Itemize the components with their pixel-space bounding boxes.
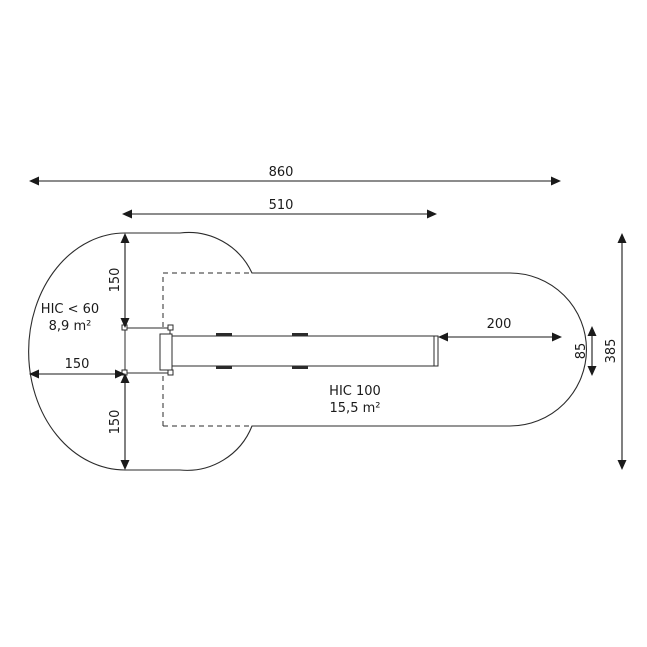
dimension-label-85: 85 xyxy=(574,343,589,360)
dimension-label-385: 385 xyxy=(604,339,619,364)
dimension-label-510: 510 xyxy=(269,198,294,213)
dimension-label-150-left: 150 xyxy=(65,357,90,372)
dimension-label-200: 200 xyxy=(487,317,512,332)
dimension-overall-width: 860 xyxy=(29,165,561,186)
slide-zone-area-label: 15,5 m² xyxy=(330,401,381,416)
dimension-tower-side-top: 150 xyxy=(108,233,130,328)
dimension-label-150-top: 150 xyxy=(108,268,123,293)
slide-zone-hic-label: HIC 100 xyxy=(329,384,381,399)
dimension-tower-zone-width: 510 xyxy=(122,198,437,219)
slide-impact-zone-dashed xyxy=(162,272,252,427)
dimension-overall-depth: 385 xyxy=(604,233,627,470)
dimension-label-150-bottom: 150 xyxy=(108,410,123,435)
dimension-tower-side-left: 150 xyxy=(29,357,125,379)
dimension-label-860: 860 xyxy=(269,165,294,180)
dimension-slide-run-out: 200 xyxy=(438,317,562,342)
tower-zone-hic-label: HIC < 60 xyxy=(41,302,99,317)
tower-zone-area-label: 8,9 m² xyxy=(49,319,92,334)
tower-platform xyxy=(121,324,174,376)
slide-chute xyxy=(171,333,439,369)
dimension-slide-width: 85 xyxy=(574,326,597,376)
dimension-tower-side-bottom: 150 xyxy=(108,373,130,470)
safety-area-outline xyxy=(28,231,587,471)
